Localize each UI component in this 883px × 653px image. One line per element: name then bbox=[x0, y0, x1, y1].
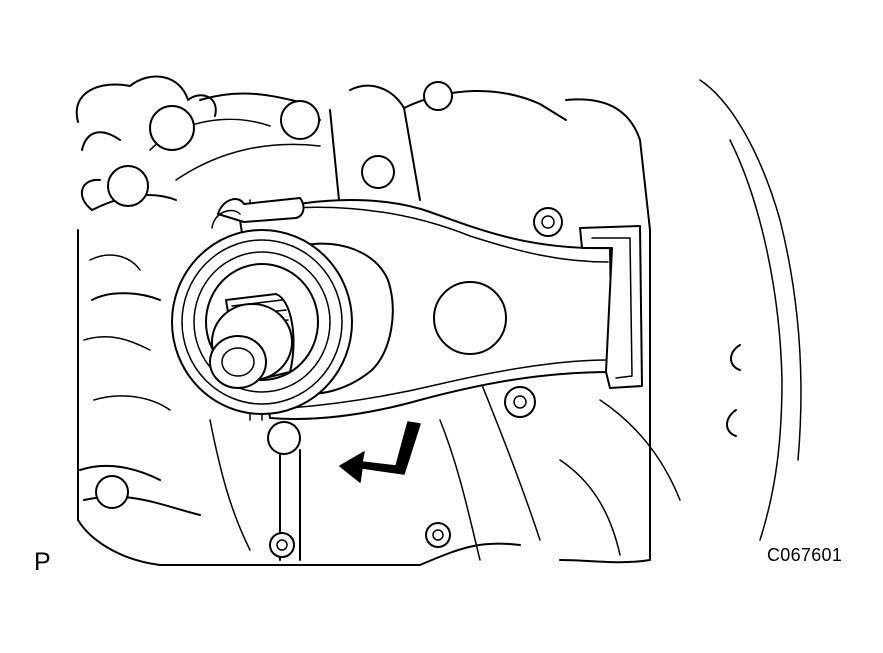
curved-arrow-icon bbox=[339, 421, 421, 483]
case-bolt-bosses bbox=[95, 81, 741, 558]
view-label: P bbox=[34, 548, 51, 576]
input-shaft bbox=[209, 293, 295, 389]
figure-code: C067601 bbox=[767, 545, 843, 565]
